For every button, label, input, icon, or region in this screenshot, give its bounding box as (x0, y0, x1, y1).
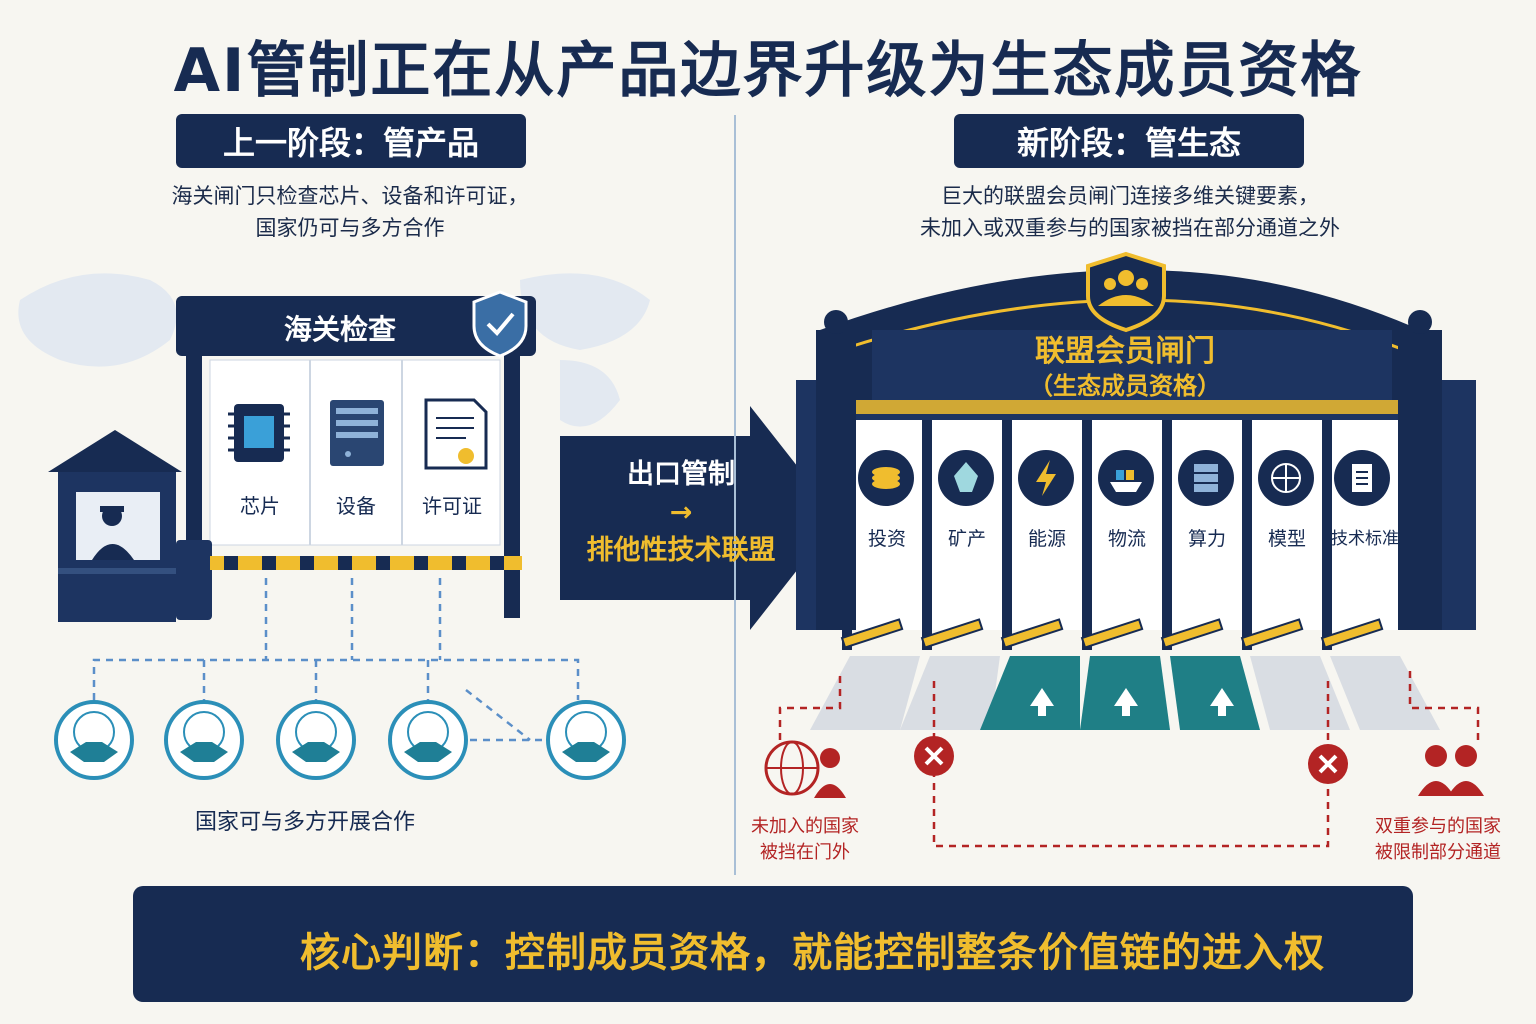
dual-participation-icon (1418, 745, 1484, 796)
outsider-country-icon (764, 740, 846, 798)
right-desc-line-2: 未加入或双重参与的国家被挡在部分通道之外 (920, 216, 1340, 240)
outsider-label-line-2: 被挡在门外 (760, 842, 850, 863)
left-description: 海关闸门只检查芯片、设备和许可证， 国家仍可与多方合作 (120, 180, 580, 244)
lane-ground (810, 656, 1440, 730)
coins-icon (858, 450, 914, 506)
transition-arrow (560, 406, 838, 630)
arrow-text-top: 出口管制 (627, 459, 735, 490)
right-desc-line-1: 巨大的联盟会员闸门连接多维关键要素， (941, 184, 1319, 208)
lane-label-standards: 技术标准 (1331, 529, 1399, 549)
barrier-arm (176, 540, 522, 620)
dual-label-line-1: 双重参与的国家 (1375, 816, 1501, 837)
lane-posts (842, 420, 1332, 650)
gate-title: 联盟会员闸门 (1035, 334, 1215, 369)
lane-label-minerals: 矿产 (947, 528, 986, 550)
left-stage-header: 上一阶段：管产品 (176, 114, 526, 168)
page-title: AI管制正在从产品边界升级为生态成员资格 (173, 36, 1363, 106)
gate-subtitle: （生态成员资格） (1029, 372, 1221, 400)
lane-label-energy: 能源 (1027, 528, 1066, 550)
cargo-ship-icon (1098, 450, 1154, 506)
left-desc-line-2: 国家仍可与多方合作 (255, 216, 445, 240)
exclusion-lines (778, 670, 1480, 848)
conclusion-banner (133, 886, 1413, 1002)
lane-icons (858, 450, 1390, 506)
lightning-icon (1018, 450, 1074, 506)
conclusion-text: 核心判断：控制成员资格，就能控制整条价值链的进入权 (300, 930, 1325, 976)
alliance-crest-icon (1086, 251, 1166, 333)
compute-server-icon (1178, 450, 1234, 506)
cooperation-links (92, 578, 580, 742)
lane-label-models: 模型 (1267, 528, 1306, 550)
outsider-label: 未加入的国家 被挡在门外 (730, 814, 880, 866)
blocked-x-icons (914, 736, 1348, 784)
dual-label-line-2: 被限制部分通道 (1375, 842, 1501, 863)
lane-label-logistics: 物流 (1107, 528, 1146, 550)
shield-check-icon (472, 290, 528, 358)
right-description: 巨大的联盟会员闸门连接多维关键要素， 未加入或双重参与的国家被挡在部分通道之外 (860, 180, 1400, 244)
customs-title: 海关检查 (283, 313, 396, 346)
mineral-icon (938, 450, 994, 506)
arrow-text-bottom: 排他性技术联盟 (586, 535, 776, 566)
item-label-license: 许可证 (422, 494, 482, 518)
dual-participation-label: 双重参与的国家 被限制部分通道 (1356, 814, 1520, 866)
standards-document-icon (1334, 450, 1390, 506)
chip-icon (228, 404, 290, 462)
server-icon (330, 400, 384, 466)
customs-booth (48, 430, 182, 622)
section-divider (734, 115, 736, 875)
partner-handshake-icons (54, 700, 626, 780)
item-label-device: 设备 (336, 494, 376, 518)
cooperation-caption: 国家可与多方开展合作 (194, 810, 415, 835)
lane-label-compute: 算力 (1187, 528, 1226, 550)
outsider-label-line-1: 未加入的国家 (751, 816, 859, 837)
lane-barriers (840, 618, 1384, 649)
right-stage-header: 新阶段：管生态 (954, 114, 1304, 168)
left-desc-line-1: 海关闸门只检查芯片、设备和许可证， (171, 184, 529, 208)
license-icon (424, 398, 488, 470)
arrow-symbol: → (669, 497, 693, 528)
lane-label-investment: 投资 (867, 528, 906, 550)
network-model-icon (1258, 450, 1314, 506)
world-map-background (18, 273, 650, 427)
item-label-chip: 芯片 (240, 494, 280, 518)
